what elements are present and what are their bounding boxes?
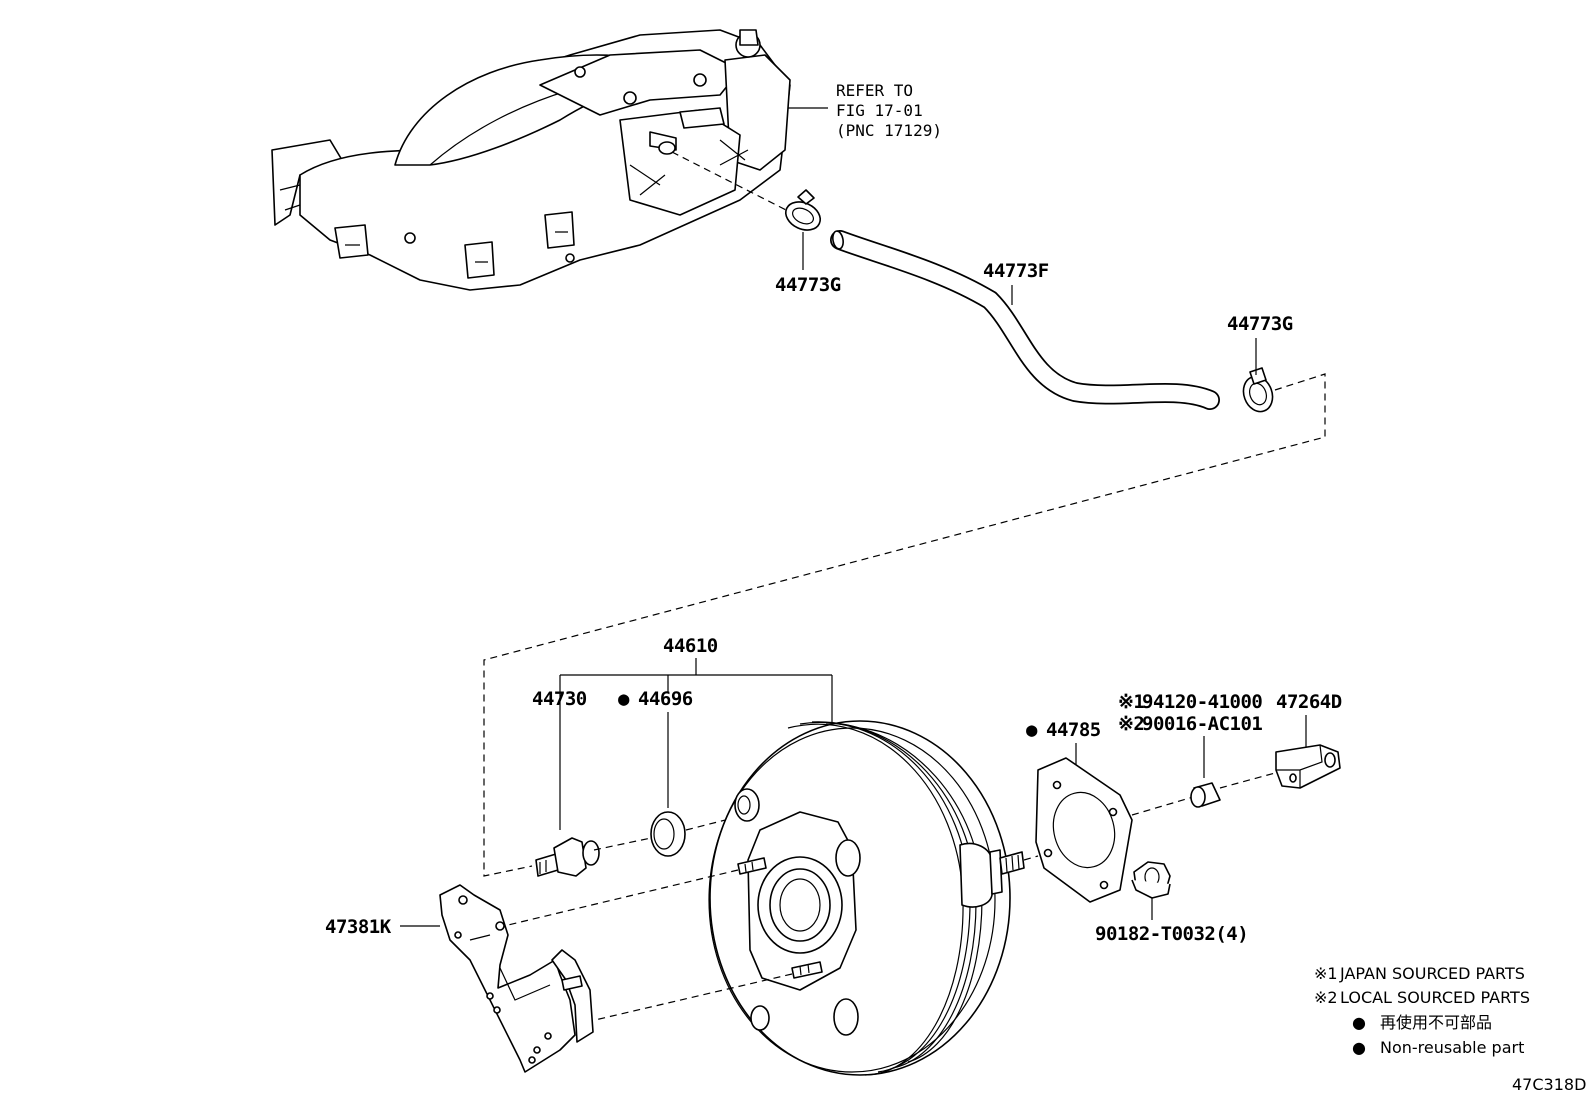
flange-nut [1131,861,1171,899]
label-44773g-right: 44773G [1227,313,1293,335]
booster-gasket [1035,757,1133,903]
reference-note-line-2: FIG 17-01 [836,101,923,120]
label-90182-t0032: 90182-T0032(4) [1095,923,1248,945]
legend-marker-non-reusable-2: ● [1352,1038,1366,1057]
legend-marker-japan: ※1 [1314,964,1338,983]
label-44730: 44730 [532,688,587,710]
hose-clamp-right [1242,367,1274,413]
marker-japan-pin: ※1 [1118,691,1144,713]
grommet [650,811,686,857]
label-44785: 44785 [1046,719,1101,741]
legend-marker-non-reusable-1: ● [1352,1013,1366,1032]
booster-bracket [439,884,594,1073]
legend: ※1 JAPAN SOURCED PARTS ※2 LOCAL SOURCED … [1314,964,1530,1057]
legend-local-sourced: LOCAL SOURCED PARTS [1340,988,1530,1007]
legend-japan-sourced: JAPAN SOURCED PARTS [1339,964,1525,983]
label-90016-ac101: 90016-AC101 [1142,713,1262,735]
marker-non-reusable-44785: ● [1026,719,1038,741]
marker-local-pin: ※2 [1118,713,1144,735]
marker-non-reusable-44696: ● [618,688,630,710]
hose-clamp-upper [784,189,822,231]
label-47264d: 47264D [1276,691,1342,713]
check-valve [535,837,600,877]
legend-marker-local: ※2 [1314,988,1338,1007]
pushrod-clevis [1275,744,1341,789]
diagram-code: 47C318D [1512,1075,1586,1094]
intake-manifold [271,29,791,291]
label-44773g-upper: 44773G [775,274,841,296]
clevis-pin-bushing [1190,782,1221,808]
label-44610: 44610 [663,635,718,657]
label-94120-41000: 94120-41000 [1142,691,1262,713]
vacuum-hose [830,230,1220,410]
legend-non-reusable-en: Non-reusable part [1380,1038,1524,1057]
reference-note-line-3: (PNC 17129) [836,121,942,140]
label-44696: 44696 [638,688,693,710]
label-47381k: 47381K [325,916,392,938]
label-44773f: 44773F [983,260,1049,282]
reference-note-line-1: REFER TO [836,81,913,100]
legend-non-reusable-jp: 再使用不可部品 [1380,1013,1492,1032]
brake-booster [708,720,1025,1076]
